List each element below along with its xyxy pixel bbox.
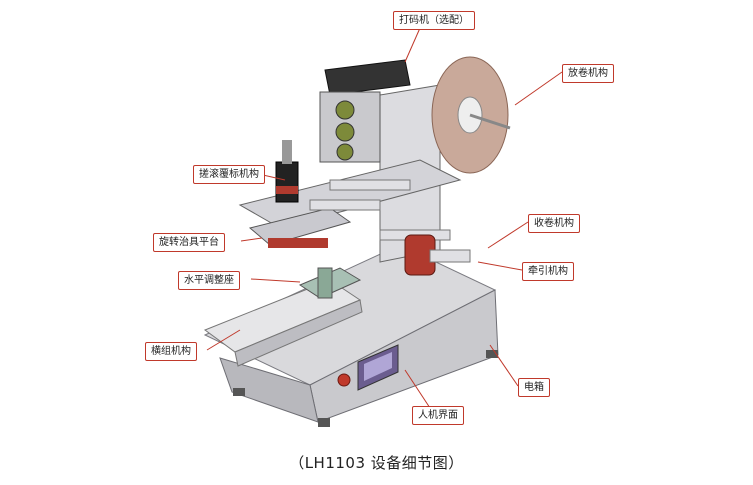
- foot: [318, 418, 330, 427]
- figure-caption: （LH1103 设备细节图）: [289, 454, 464, 472]
- label-unwind: 放卷机构: [562, 64, 614, 83]
- label-fixture: 旋转治具平台: [153, 233, 225, 252]
- foot: [486, 350, 498, 358]
- roller: [309, 199, 381, 211]
- printer-box: [324, 59, 411, 96]
- unwind-shaft: [469, 113, 511, 130]
- pull-roller: [429, 249, 471, 263]
- label-pull: 牵引机构: [522, 262, 574, 281]
- hmi-display: [364, 352, 392, 381]
- foot: [233, 388, 245, 396]
- roller-motor-band: [276, 186, 298, 194]
- label-rewind: 收卷机构: [528, 214, 580, 233]
- label-level: 水平调整座: [178, 271, 240, 290]
- roller-shaft: [282, 140, 292, 164]
- fixture-red: [268, 238, 328, 248]
- label-printer: 打码机（选配）: [393, 11, 475, 30]
- emergency-button: [337, 373, 351, 387]
- label-plate: [238, 159, 462, 229]
- roller: [329, 179, 411, 191]
- fixture-plate: [248, 207, 352, 246]
- slide-rail-front: [234, 299, 363, 367]
- level-post: [317, 267, 333, 299]
- label-lateral: 横组机构: [145, 342, 197, 361]
- label-roller: 搓滚覆标机构: [193, 165, 265, 184]
- printer-gear: [336, 143, 354, 161]
- printer-gear: [335, 122, 355, 142]
- printer-gear: [335, 100, 355, 120]
- leader-lines: [206, 27, 563, 409]
- label-hmi: 人机界面: [412, 406, 464, 425]
- roller-motor: [275, 161, 299, 203]
- label-cabinet: 电箱: [518, 378, 550, 397]
